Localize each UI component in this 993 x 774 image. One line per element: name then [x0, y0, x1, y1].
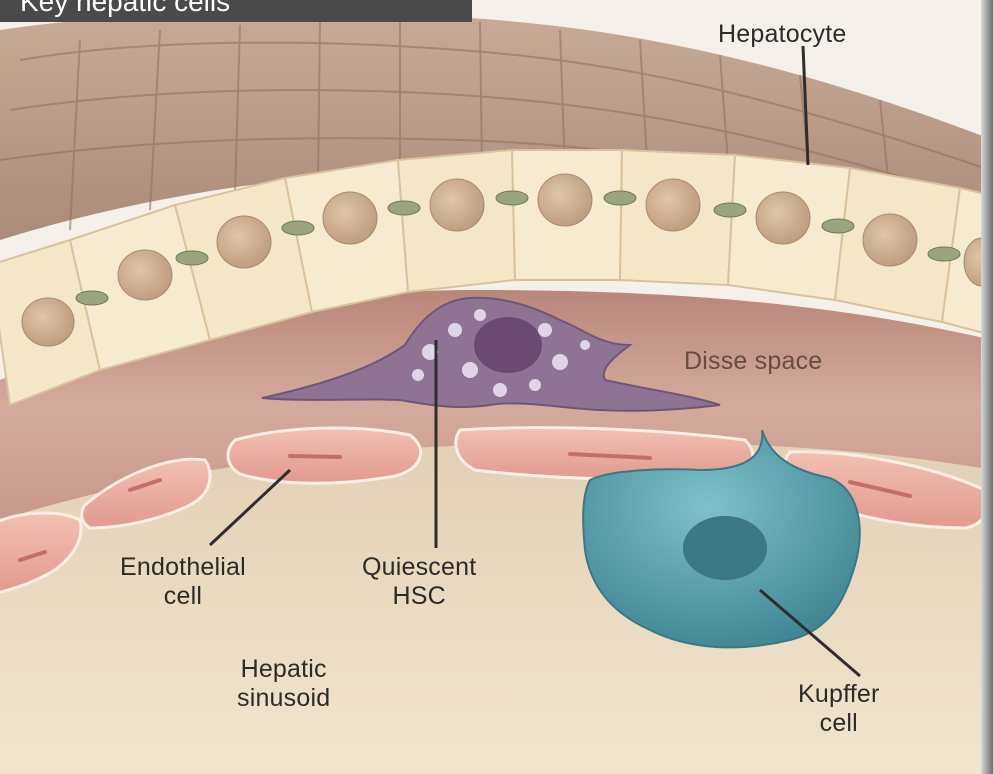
slide-title: Key hepatic cells	[20, 0, 230, 18]
label-hsc-line2: HSC	[362, 582, 476, 611]
label-hepatic-sinusoid: Hepatic sinusoid	[237, 655, 330, 713]
label-kupffer-line1: Kupffer	[798, 680, 880, 709]
title-bar: Key hepatic cells	[0, 0, 472, 22]
right-frame-edge	[981, 0, 993, 774]
label-sinusoid-line1: Hepatic	[237, 655, 330, 684]
label-endothelial-line1: Endothelial	[120, 553, 246, 582]
label-hsc-line1: Quiescent	[362, 553, 476, 582]
hsc-nucleus	[474, 317, 542, 373]
label-hepatocyte-text: Hepatocyte	[718, 20, 846, 49]
label-hepatocyte: Hepatocyte	[718, 20, 846, 49]
label-kupffer-line2: cell	[798, 709, 880, 738]
label-disse-space: Disse space	[684, 347, 822, 376]
label-endothelial-line2: cell	[120, 582, 246, 611]
kupffer-nucleus	[683, 516, 767, 580]
label-kupffer-cell: Kupffer cell	[798, 680, 880, 738]
label-endothelial-cell: Endothelial cell	[120, 553, 246, 611]
label-sinusoid-line2: sinusoid	[237, 684, 330, 713]
label-quiescent-hsc: Quiescent HSC	[362, 553, 476, 611]
label-disse-space-text: Disse space	[684, 347, 822, 376]
